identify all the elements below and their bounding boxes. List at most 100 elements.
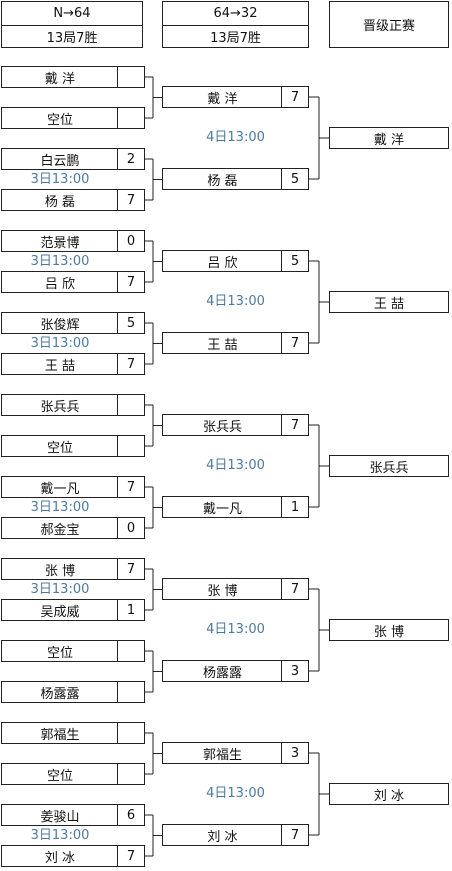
r1-player-bottom: 空位 [1, 763, 145, 785]
player-name: 姜骏山 [40, 809, 80, 825]
r1-player-bottom: 吴成威 1 [1, 599, 145, 621]
player-name: 刘 冰 [207, 829, 238, 845]
player-score: 6 [117, 805, 144, 825]
match-time: 3日13:00 [30, 336, 90, 351]
player-name: 戴 洋 [44, 71, 76, 87]
player-name: 戴一凡 [202, 501, 242, 517]
qualifier-box: 戴 洋 [329, 127, 449, 149]
player-name: 张 博 [373, 624, 405, 640]
match-time: 4日13:00 [206, 130, 265, 145]
player-name: 郭福生 [40, 727, 80, 743]
r2-player-bottom: 戴一凡 1 [162, 496, 309, 518]
player-score: 0 [117, 231, 144, 251]
r2-player-top: 吕 欣 5 [162, 250, 309, 272]
qualifier-box: 张 博 [329, 619, 449, 641]
player-score [117, 682, 144, 702]
match-time: 4日13:00 [206, 786, 265, 801]
match-time: 3日13:00 [30, 172, 90, 187]
r1-player-top: 张兵兵 [1, 394, 145, 416]
r1-player-top: 空位 [1, 640, 145, 662]
player-name: 刘 冰 [373, 788, 405, 804]
player-score [117, 67, 144, 87]
player-score: 3 [281, 743, 308, 763]
player-score [117, 641, 144, 661]
player-name: 杨 磊 [44, 194, 76, 210]
player-score: 7 [117, 354, 144, 374]
round1-header-title: N→64 [53, 5, 91, 21]
player-name: 张兵兵 [40, 399, 80, 415]
player-name: 郭福生 [202, 747, 242, 763]
player-score: 5 [281, 251, 308, 271]
final-header-label: 晋级正赛 [362, 19, 415, 34]
match-time: 4日13:00 [206, 458, 265, 473]
r1-player-top: 张 博 7 [1, 558, 145, 580]
player-name: 刘 冰 [44, 850, 76, 866]
player-score: 2 [117, 149, 144, 169]
player-score [117, 436, 144, 456]
player-score: 7 [117, 559, 144, 579]
player-score [117, 764, 144, 784]
r1-player-bottom: 刘 冰 7 [1, 845, 145, 867]
player-name: 范景博 [40, 235, 80, 251]
player-score: 1 [117, 600, 144, 620]
player-name: 杨露露 [202, 665, 242, 681]
player-score: 7 [117, 190, 144, 210]
r2-player-bottom: 杨露露 3 [162, 660, 309, 682]
round2-header-title: 64→32 [213, 5, 258, 21]
r2-player-top: 郭福生 3 [162, 742, 309, 764]
player-score: 7 [117, 477, 144, 497]
qualifier-box: 刘 冰 [329, 783, 449, 805]
r1-player-top: 戴 洋 [1, 66, 145, 88]
r1-player-bottom: 杨 磊 7 [1, 189, 145, 211]
player-score [117, 723, 144, 743]
player-name: 白云鹏 [40, 153, 80, 169]
round1-header: N→64 13局7胜 [1, 1, 143, 48]
player-score: 5 [281, 169, 308, 189]
r1-player-top: 白云鹏 2 [1, 148, 145, 170]
player-name: 郝金宝 [40, 522, 80, 538]
player-score: 7 [281, 825, 308, 845]
player-name: 空位 [46, 112, 73, 128]
player-name: 杨露露 [40, 686, 80, 702]
match-time: 3日13:00 [30, 500, 90, 515]
qualifier-box: 张兵兵 [329, 455, 449, 477]
player-score: 5 [117, 313, 144, 333]
match-time: 3日13:00 [30, 254, 90, 269]
player-name: 吕 欣 [207, 255, 238, 271]
r1-player-top: 范景博 0 [1, 230, 145, 252]
player-name: 吴成威 [40, 604, 80, 620]
player-score [117, 108, 144, 128]
qualifier-box: 王 喆 [329, 291, 449, 313]
round2-header: 64→32 13局7胜 [162, 1, 309, 48]
r1-player-bottom: 空位 [1, 107, 145, 129]
player-name: 空位 [46, 768, 73, 784]
player-score: 7 [281, 579, 308, 599]
player-name: 吕 欣 [44, 276, 76, 292]
match-time: 3日13:00 [30, 828, 90, 843]
r2-player-top: 张 博 7 [162, 578, 309, 600]
r1-player-bottom: 杨露露 [1, 681, 145, 703]
player-name: 杨 磊 [207, 173, 238, 189]
player-score: 7 [281, 87, 308, 107]
player-name: 张 博 [207, 583, 238, 599]
player-name: 张兵兵 [369, 460, 409, 476]
player-score: 7 [117, 846, 144, 866]
match-time: 4日13:00 [206, 294, 265, 309]
player-name: 空位 [46, 645, 73, 661]
player-score: 3 [281, 661, 308, 681]
r1-player-bottom: 王 喆 7 [1, 353, 145, 375]
player-name: 张 博 [44, 563, 76, 579]
player-name: 张兵兵 [202, 419, 242, 435]
r2-player-bottom: 杨 磊 5 [162, 168, 309, 190]
round1-header-format: 13局7胜 [2, 24, 142, 48]
player-score: 1 [281, 497, 308, 517]
player-name: 王 喆 [44, 358, 76, 374]
